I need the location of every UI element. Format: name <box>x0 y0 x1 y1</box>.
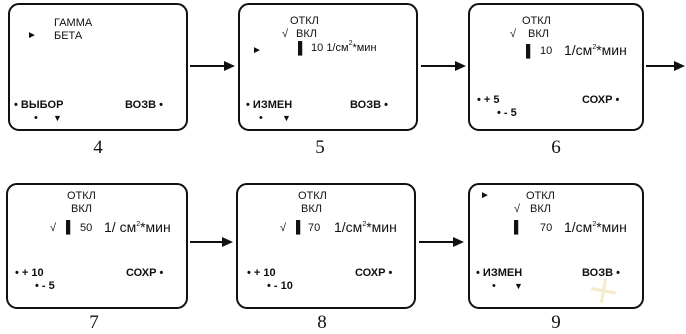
step-number-5: 5 <box>315 137 325 158</box>
menu-item-beta: БЕТА <box>54 30 83 42</box>
option-off: ОТКЛ <box>298 190 327 202</box>
threshold-value: 10 1/см2*мин <box>311 40 377 54</box>
selection-marker: ► <box>27 30 37 41</box>
arrow-right-icon <box>190 61 235 71</box>
screen-7: ОТКЛ ВКЛ √ ▌ 50 1/ см2*мин • + 10 СОХР •… <box>6 183 188 309</box>
option-on: ВКЛ <box>528 28 549 40</box>
threshold-value: 10 <box>540 45 553 57</box>
back-button[interactable]: ВОЗВ • <box>350 99 388 111</box>
save-button[interactable]: СОХР • <box>582 94 620 106</box>
screen-9: ► ОТКЛ √ ВКЛ ▌ 70 1/см2*мин • ИЗМЕН ВОЗВ… <box>468 183 644 309</box>
arrow-right-icon <box>419 237 464 247</box>
step-icon: ▌ <box>296 220 305 234</box>
unit-label: 1/ см2*мин <box>104 219 171 235</box>
check-mark: √ <box>50 222 57 234</box>
threshold-value: 70 <box>540 222 553 234</box>
check-mark: √ <box>510 28 517 40</box>
bottom-dot: • <box>259 112 263 124</box>
down-arrow-icon: ▼ <box>282 113 291 123</box>
minus-10-button[interactable]: • - 10 <box>267 280 293 292</box>
unit-label: 1/см2*мин <box>334 219 397 235</box>
bottom-dot: • <box>492 280 496 292</box>
edit-button[interactable]: • ИЗМЕН <box>476 267 523 279</box>
step-icon: ▌ <box>66 220 75 234</box>
unit-label: 1/см2*мин <box>564 42 627 58</box>
selection-marker: ► <box>480 190 490 201</box>
select-button[interactable]: • ВЫБОР <box>14 99 64 111</box>
step-icon: ▌ <box>526 44 535 58</box>
plus-5-button[interactable]: • + 5 <box>477 94 500 106</box>
bottom-dot: • <box>34 112 38 124</box>
back-button[interactable]: ВОЗВ • <box>125 99 163 111</box>
selection-marker: ► <box>252 45 262 56</box>
option-off: ОТКЛ <box>522 15 551 27</box>
screen-6: ОТКЛ √ ВКЛ ▌ 10 1/см2*мин • + 5 СОХР • •… <box>468 3 644 131</box>
arrow-right-icon <box>646 61 685 71</box>
check-mark: √ <box>280 222 287 234</box>
step-number-7: 7 <box>89 312 99 333</box>
down-arrow-icon: ▼ <box>514 281 523 291</box>
option-on: ВКЛ <box>301 203 322 215</box>
down-arrow-icon: ▼ <box>53 113 62 123</box>
option-on: ВКЛ <box>530 203 551 215</box>
plus-10-button[interactable]: • + 10 <box>15 267 44 279</box>
unit-label: 1/см2*мин <box>564 219 627 235</box>
step-number-9: 9 <box>551 312 561 333</box>
minus-5-button[interactable]: • - 5 <box>497 107 517 119</box>
screen-4: ГАММА ► БЕТА • ВЫБОР ВОЗВ • • ▼ <box>8 3 188 131</box>
check-mark: √ <box>514 203 521 215</box>
menu-item-gamma: ГАММА <box>54 17 93 29</box>
step-number-6: 6 <box>551 137 561 158</box>
screen-8: ОТКЛ ВКЛ √ ▌ 70 1/см2*мин • + 10 СОХР • … <box>236 183 416 309</box>
minus-5-button[interactable]: • - 5 <box>35 280 55 292</box>
option-on: ВКЛ <box>71 203 92 215</box>
save-button[interactable]: СОХР • <box>126 267 164 279</box>
edit-button[interactable]: • ИЗМЕН <box>246 99 293 111</box>
step-number-4: 4 <box>93 137 103 158</box>
step-icon: ▌ <box>298 41 307 55</box>
screen-5: ОТКЛ √ ВКЛ ► ▌ 10 1/см2*мин • ИЗМЕН ВОЗВ… <box>238 3 418 131</box>
step-number-8: 8 <box>317 312 327 333</box>
step-icon: ▌ <box>514 220 523 234</box>
option-on: ВКЛ <box>296 28 317 40</box>
threshold-value: 50 <box>80 222 93 234</box>
arrow-right-icon <box>190 237 233 247</box>
check-mark: √ <box>282 28 289 40</box>
option-off: ОТКЛ <box>67 190 96 202</box>
threshold-value: 70 <box>308 222 321 234</box>
back-button[interactable]: ВОЗВ • <box>582 267 620 279</box>
option-off: ОТКЛ <box>526 190 555 202</box>
option-off: ОТКЛ <box>290 15 319 27</box>
save-button[interactable]: СОХР • <box>355 267 393 279</box>
plus-10-button[interactable]: • + 10 <box>247 267 276 279</box>
arrow-right-icon <box>421 61 466 71</box>
